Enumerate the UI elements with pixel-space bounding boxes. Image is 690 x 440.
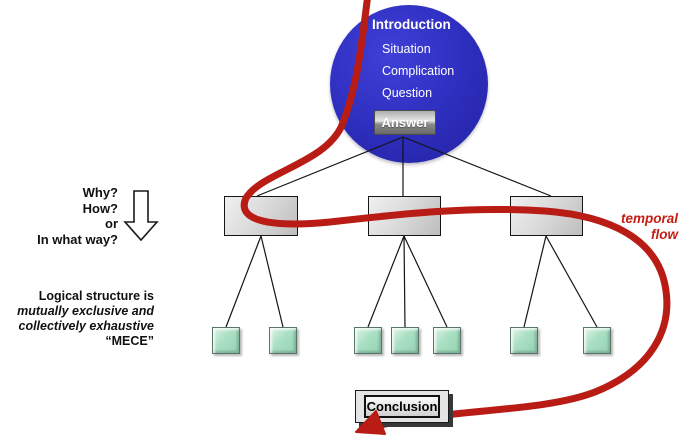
support-square-6 xyxy=(510,327,538,354)
support-square-3 xyxy=(354,327,382,354)
question-words-block: Why? How? or In what way? xyxy=(18,185,118,247)
complication-label: Complication xyxy=(382,64,455,78)
support-square-1 xyxy=(212,327,240,354)
temporal-flow-line1: temporal xyxy=(620,211,678,226)
mece-note-block: Logical structure is mutually exclusive … xyxy=(6,289,154,349)
connector-box2-sq4 xyxy=(403,235,406,328)
key-line-box-3 xyxy=(510,196,583,236)
connector-box1-sq2 xyxy=(260,235,284,328)
mece-line-3: collectively exhaustive xyxy=(18,319,155,333)
answer-button: Answer xyxy=(374,110,436,135)
question-word-why: Why? xyxy=(82,185,118,200)
support-square-2 xyxy=(269,327,297,354)
mece-line-2: mutually exclusive and xyxy=(17,304,154,318)
mece-line-1: Logical structure is xyxy=(38,289,154,303)
question-word-way: In what way? xyxy=(37,231,118,247)
support-square-4 xyxy=(391,327,419,354)
down-arrow-icon xyxy=(123,190,159,242)
question-word-or: or xyxy=(105,216,118,231)
key-line-box-2 xyxy=(368,196,441,236)
conclusion-label: Conclusion xyxy=(364,395,440,418)
temporal-flow-line2: flow xyxy=(651,227,678,242)
mece-line-4: “MECE” xyxy=(105,334,154,348)
question-label: Question xyxy=(382,86,433,100)
temporal-flow-label: temporal flow xyxy=(588,211,678,243)
key-line-box-1 xyxy=(224,196,298,236)
connector-box3-sq7 xyxy=(545,235,598,328)
support-square-5 xyxy=(433,327,461,354)
situation-label: Situation xyxy=(382,42,431,56)
introduction-circle: Introduction Situation Complication Ques… xyxy=(330,5,488,163)
connector-box1-sq1 xyxy=(225,235,262,328)
support-square-7 xyxy=(583,327,611,354)
connector-box2-sq5 xyxy=(403,235,448,328)
connector-box2-sq3 xyxy=(367,235,405,328)
connector-box3-sq6 xyxy=(523,235,547,328)
introduction-heading: Introduction xyxy=(372,17,451,32)
conclusion-box: Conclusion xyxy=(355,390,449,423)
question-word-how: How? xyxy=(82,200,118,216)
